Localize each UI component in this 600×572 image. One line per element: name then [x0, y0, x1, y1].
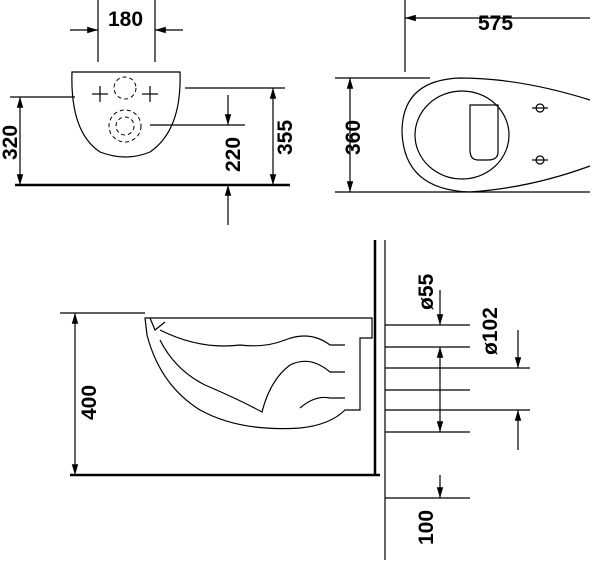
trapway-line [299, 396, 345, 409]
dimension-180: 180 [108, 8, 143, 31]
drain-outline [469, 104, 499, 161]
dimension-d55: ø55 [415, 273, 438, 310]
dimension-360: 360 [342, 120, 365, 155]
front-view: 180 320 220 355 [0, 0, 297, 225]
trapway-line [159, 339, 345, 413]
dimension-100: 100 [415, 510, 438, 545]
bowl-plan-outline [401, 77, 591, 193]
rim-detail [149, 317, 166, 331]
plan-view: 575 360 [335, 0, 591, 193]
bowl-inner-line [159, 329, 345, 347]
bowl-front-outline [71, 71, 181, 158]
dimension-220: 220 [222, 137, 245, 172]
dimension-d102: ø102 [479, 307, 502, 355]
bowl-opening [414, 90, 510, 180]
dimension-575: 575 [478, 12, 513, 35]
side-view: 400 ø55 ø102 100 [60, 240, 530, 560]
dimension-400: 400 [78, 385, 101, 420]
bowl-side-outline [144, 317, 373, 430]
outlet-inner-circle [115, 116, 135, 136]
dimension-355: 355 [274, 120, 297, 155]
dimension-320: 320 [0, 125, 22, 160]
outlet-circle [108, 109, 142, 143]
inlet-circle [113, 76, 137, 100]
